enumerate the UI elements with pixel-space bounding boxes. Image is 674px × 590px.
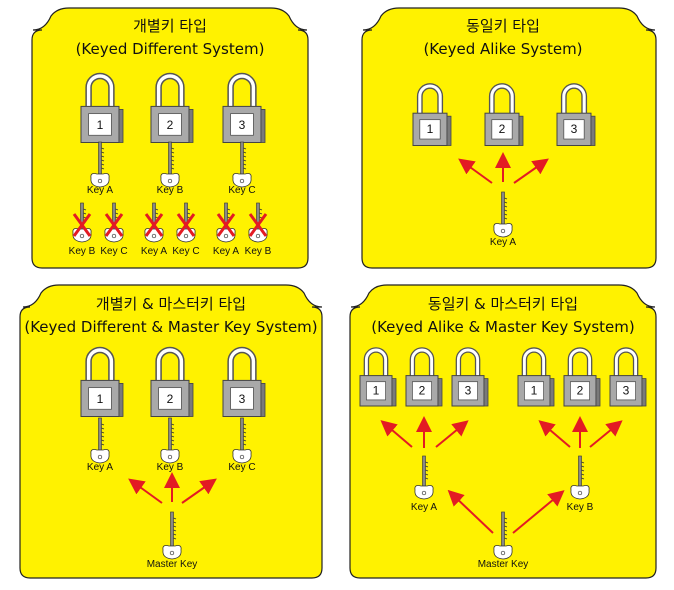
lock-number: 2: [167, 392, 174, 406]
panel-keyed-alike-master: [349, 284, 657, 579]
arrow-icon: [589, 420, 623, 448]
padlock-icon: 3: [609, 347, 647, 407]
padlock-icon: 1: [80, 346, 124, 417]
padlock-icon: 3: [451, 347, 489, 407]
lock-number: 2: [577, 383, 584, 397]
padlock-icon: 2: [405, 347, 443, 407]
cross-mark-icon: [72, 213, 92, 237]
padlock-icon: 2: [484, 83, 524, 146]
master-key-label: Master Key: [147, 559, 198, 570]
key-label: Key B: [245, 246, 272, 257]
cross-mark-icon: [104, 213, 124, 237]
key-icon: [232, 417, 252, 464]
lock-number: 1: [97, 392, 104, 406]
arrow-icon: [435, 420, 469, 448]
key-label: Key B: [567, 502, 594, 513]
key-label: Key C: [172, 246, 199, 257]
master-key-label: Master Key: [478, 559, 529, 570]
lock-number: 3: [239, 118, 246, 132]
lock-number: 2: [499, 122, 506, 136]
arrow-icon: [512, 490, 565, 534]
key-icon: [90, 417, 110, 464]
padlock-icon: 1: [412, 83, 452, 146]
lock-number: 3: [239, 392, 246, 406]
lock-number: 3: [571, 122, 578, 136]
arrow-icon: [447, 489, 494, 534]
panel-title: 동일키 타입: [466, 17, 540, 35]
lock-number: 2: [419, 383, 426, 397]
cross-mark-icon: [248, 213, 268, 237]
key-label: Key C: [228, 462, 255, 473]
key-label: Key B: [157, 462, 184, 473]
arrow-icon: [513, 158, 549, 184]
padlock-icon: 3: [556, 83, 596, 146]
cross-mark-icon: [216, 213, 236, 237]
padlock-icon: 3: [222, 72, 266, 143]
panel-subtitle: (Keyed Alike System): [423, 40, 582, 58]
key-icon: [160, 417, 180, 464]
padlock-icon: 1: [517, 347, 555, 407]
lock-number: 1: [97, 118, 104, 132]
lock-number: 2: [167, 118, 174, 132]
padlock-icon: 1: [359, 347, 397, 407]
padlock-icon: 2: [150, 72, 194, 143]
lock-number: 1: [531, 383, 538, 397]
master-key-icon: [162, 511, 182, 560]
lock-number: 3: [465, 383, 472, 397]
arrow-icon: [380, 420, 413, 448]
key-label: Key B: [69, 246, 96, 257]
key-icon: [570, 455, 590, 500]
key-label: Key C: [228, 185, 255, 196]
key-label: Key A: [87, 185, 113, 196]
key-label: Key A: [490, 237, 516, 248]
key-icon: [232, 141, 252, 188]
cross-mark-icon: [144, 213, 164, 237]
cross-mark-icon: [176, 213, 196, 237]
padlock-icon: 2: [150, 346, 194, 417]
key-icon: [414, 455, 434, 500]
lock-number: 1: [373, 383, 380, 397]
panel-subtitle: (Keyed Alike & Master Key System): [371, 318, 635, 336]
key-icon: [90, 141, 110, 188]
key-icon: [493, 191, 513, 238]
key-label: Key B: [157, 185, 184, 196]
padlock-icon: 2: [563, 347, 601, 407]
key-label: Key A: [141, 246, 167, 257]
key-label: Key C: [100, 246, 127, 257]
arrow-icon: [458, 158, 493, 184]
key-label: Key A: [411, 502, 437, 513]
arrow-icon: [181, 478, 217, 504]
arrow-icon: [538, 420, 571, 448]
padlock-icon: 3: [222, 346, 266, 417]
master-key-icon: [493, 511, 513, 560]
arrow-icon: [128, 478, 163, 504]
lock-number: 3: [623, 383, 630, 397]
key-icon: [160, 141, 180, 188]
padlock-icon: 1: [80, 72, 124, 143]
panel-subtitle: (Keyed Different & Master Key System): [24, 318, 317, 336]
key-label: Key A: [213, 246, 239, 257]
panel-subtitle: (Keyed Different System): [76, 40, 265, 58]
lock-number: 1: [427, 122, 434, 136]
panel-title: 개별키 & 마스터키 타입: [96, 295, 246, 313]
panel-title: 개별키 타입: [133, 17, 207, 35]
panel-title: 동일키 & 마스터키 타입: [428, 295, 578, 313]
key-label: Key A: [87, 462, 113, 473]
